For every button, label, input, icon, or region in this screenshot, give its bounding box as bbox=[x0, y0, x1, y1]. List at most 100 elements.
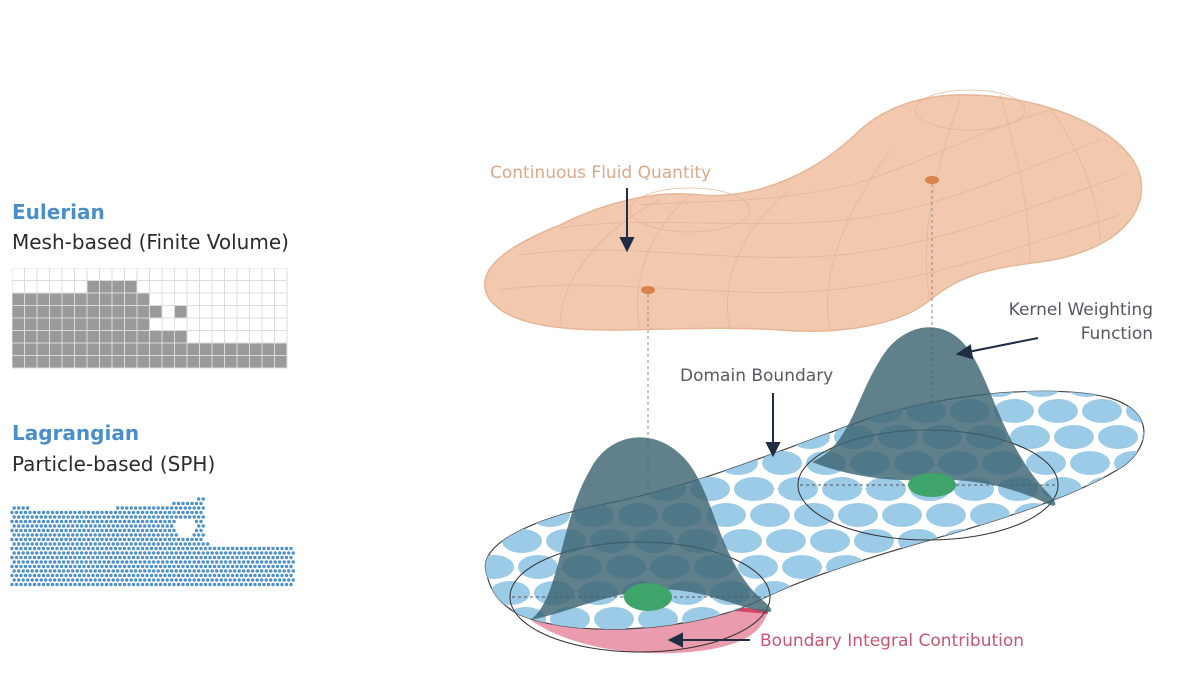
wave-particle bbox=[122, 573, 127, 578]
wave-particle bbox=[44, 515, 48, 519]
fluid-particle bbox=[485, 581, 486, 605]
wave-particle bbox=[190, 510, 194, 515]
wave-particle bbox=[55, 528, 59, 533]
wave-particle bbox=[113, 528, 118, 533]
wave-particle bbox=[93, 560, 97, 564]
wave-particle bbox=[174, 569, 178, 573]
fluid-particle bbox=[1178, 555, 1200, 579]
fluid-particle bbox=[494, 659, 534, 675]
wave-particle bbox=[244, 546, 248, 551]
wave-particle bbox=[284, 582, 289, 587]
kernel-center-right bbox=[908, 473, 956, 497]
fluid-particle bbox=[485, 399, 506, 423]
wave-particle bbox=[149, 573, 154, 578]
wave-particle bbox=[161, 551, 165, 555]
wave-particle bbox=[66, 515, 70, 519]
wave-particle bbox=[221, 573, 226, 578]
wave-particle bbox=[82, 573, 86, 578]
wave-particle bbox=[179, 551, 183, 555]
wave-particle bbox=[194, 519, 199, 524]
wave-particle bbox=[206, 569, 210, 573]
kernel-bell-left bbox=[530, 437, 772, 620]
wave-particle bbox=[226, 564, 230, 569]
fluid-particle bbox=[434, 633, 474, 657]
fluid-particle bbox=[1110, 659, 1150, 675]
wave-particle bbox=[32, 564, 37, 569]
wave-particle bbox=[165, 533, 169, 537]
wave-particle bbox=[264, 578, 268, 582]
wave-particle bbox=[165, 542, 169, 546]
wave-particle bbox=[116, 569, 120, 573]
wave-particle bbox=[77, 537, 82, 542]
wave-particle bbox=[75, 533, 79, 537]
wave-particle bbox=[190, 564, 194, 569]
fluid-particle bbox=[758, 659, 798, 675]
wave-particle bbox=[167, 546, 172, 551]
wave-particle bbox=[129, 569, 133, 573]
wave-particle bbox=[14, 510, 19, 515]
wave-particle bbox=[138, 551, 142, 555]
wave-particle bbox=[136, 582, 140, 587]
wave-particle bbox=[37, 537, 41, 542]
wave-particle bbox=[44, 578, 48, 582]
wave-particle bbox=[269, 551, 273, 555]
wave-particle bbox=[102, 524, 106, 528]
wave-particle bbox=[59, 537, 64, 542]
wave-particle bbox=[248, 573, 253, 578]
wave-particle bbox=[136, 573, 140, 578]
wave-particle bbox=[167, 510, 172, 515]
wave-particle bbox=[199, 528, 203, 533]
wave-particle bbox=[161, 542, 165, 546]
wave-particle bbox=[174, 533, 178, 537]
wave-particle bbox=[262, 582, 266, 587]
wave-particle bbox=[208, 564, 212, 569]
wave-particle bbox=[23, 528, 28, 533]
wave-particle bbox=[235, 555, 239, 560]
wave-particle bbox=[158, 519, 163, 524]
wave-particle bbox=[111, 533, 115, 537]
fluid-particle bbox=[1070, 451, 1110, 475]
wave-particle bbox=[102, 560, 106, 564]
fluid-particle bbox=[722, 529, 762, 553]
wave-particle bbox=[59, 519, 64, 524]
wave-particle bbox=[154, 555, 158, 560]
wave-particle bbox=[93, 524, 97, 528]
wave-particle bbox=[19, 555, 23, 560]
wave-particle bbox=[10, 510, 14, 515]
wave-particle bbox=[199, 546, 203, 551]
fluid-particle bbox=[882, 503, 922, 527]
wave-particle bbox=[118, 510, 122, 515]
wave-particle bbox=[188, 569, 192, 573]
wave-particle bbox=[30, 560, 34, 564]
wave-particle bbox=[41, 555, 46, 560]
wave-particle bbox=[217, 573, 221, 578]
wave-particle bbox=[109, 546, 113, 551]
wave-particle bbox=[80, 560, 84, 564]
wave-particle bbox=[48, 533, 52, 537]
fluid-particle bbox=[926, 503, 966, 527]
wave-particle bbox=[284, 555, 289, 560]
fluid-particle bbox=[390, 633, 430, 657]
fluid-particle bbox=[970, 503, 1010, 527]
wave-particle bbox=[181, 501, 185, 506]
wave-particle bbox=[55, 519, 59, 524]
wave-particle bbox=[93, 578, 97, 582]
wave-particle bbox=[183, 542, 187, 546]
wave-particle bbox=[86, 519, 91, 524]
wave-particle bbox=[32, 546, 37, 551]
fluid-particle bbox=[1134, 555, 1144, 579]
wave-particle bbox=[109, 510, 113, 515]
wave-particle bbox=[248, 564, 253, 569]
fluid-particle bbox=[1122, 607, 1144, 630]
fluid-particle bbox=[1174, 477, 1200, 501]
wave-particle bbox=[89, 542, 93, 546]
wave-particle bbox=[71, 533, 75, 537]
wave-particle bbox=[120, 560, 124, 564]
wave-particle bbox=[278, 569, 282, 573]
wave-particle bbox=[127, 528, 131, 533]
wave-particle bbox=[127, 510, 131, 515]
wave-particle bbox=[102, 515, 106, 519]
wave-particle bbox=[100, 564, 104, 569]
wave-particle bbox=[179, 578, 183, 582]
wave-particle bbox=[50, 510, 55, 515]
